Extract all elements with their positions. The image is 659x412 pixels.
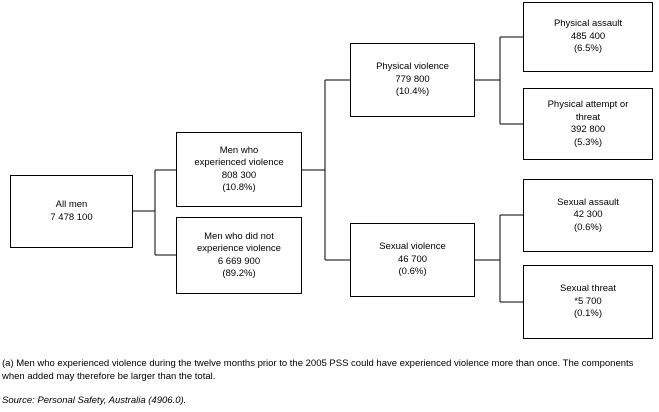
node-sexual-assault: Sexual assault 42 300 (0.6%) bbox=[523, 179, 653, 252]
node-line: Physical violence bbox=[376, 61, 449, 73]
node-line: Sexual assault bbox=[557, 196, 619, 208]
node-line: (6.5%) bbox=[574, 43, 602, 55]
node-physical-assault: Physical assault 485 400 (6.5%) bbox=[523, 2, 653, 72]
footnote-a: (a) Men who experienced violence during … bbox=[2, 358, 634, 382]
node-line: All men bbox=[55, 199, 88, 210]
node-line: (0.6%) bbox=[398, 266, 427, 278]
node-line: Men who bbox=[219, 144, 259, 156]
node-line: Men who did not bbox=[204, 230, 274, 242]
node-all-men: All men 7 478 100 bbox=[10, 175, 133, 248]
node-line: 808 300 bbox=[221, 169, 257, 181]
node-line: Physical assault bbox=[553, 18, 623, 30]
node-line: (10.4%) bbox=[395, 86, 430, 98]
node-line: Sexual violence bbox=[379, 241, 446, 253]
node-line: 42 300 bbox=[573, 209, 603, 221]
source-note: Source: Personal Safety, Australia (4906… bbox=[2, 395, 187, 406]
node-men-did-not-experience-violence: Men who did not experience violence 6 66… bbox=[176, 217, 302, 294]
node-line: *5 700 bbox=[574, 295, 602, 307]
node-line: 46 700 bbox=[397, 253, 428, 265]
node-line: threat bbox=[575, 111, 601, 123]
node-line: experience violence bbox=[197, 243, 281, 254]
node-line: 6 669 900 bbox=[217, 255, 261, 267]
node-line: 779 800 bbox=[395, 73, 430, 85]
node-line: (10.8%) bbox=[222, 182, 256, 193]
node-line: (0.1%) bbox=[574, 308, 602, 320]
node-physical-violence: Physical violence 779 800 (10.4%) bbox=[350, 43, 475, 117]
node-line: (0.6%) bbox=[574, 221, 602, 233]
node-line: 392 800 bbox=[570, 124, 606, 135]
node-line: Physical attempt or bbox=[547, 99, 629, 110]
node-sexual-threat: Sexual threat *5 700 (0.1%) bbox=[523, 265, 653, 339]
node-men-experienced-violence: Men who experienced violence 808 300 (10… bbox=[176, 132, 302, 207]
node-line: experienced violence bbox=[194, 157, 284, 168]
node-line: (89.2%) bbox=[222, 268, 256, 279]
node-line: (5.3%) bbox=[574, 136, 602, 148]
node-line: Sexual threat bbox=[560, 283, 616, 295]
node-sexual-violence: Sexual violence 46 700 (0.6%) bbox=[350, 223, 475, 297]
node-line: 485 400 bbox=[570, 30, 606, 42]
node-line: 7 478 100 bbox=[50, 211, 93, 223]
node-physical-attempt-or-threat: Physical attempt or threat 392 800 (5.3%… bbox=[523, 88, 653, 160]
